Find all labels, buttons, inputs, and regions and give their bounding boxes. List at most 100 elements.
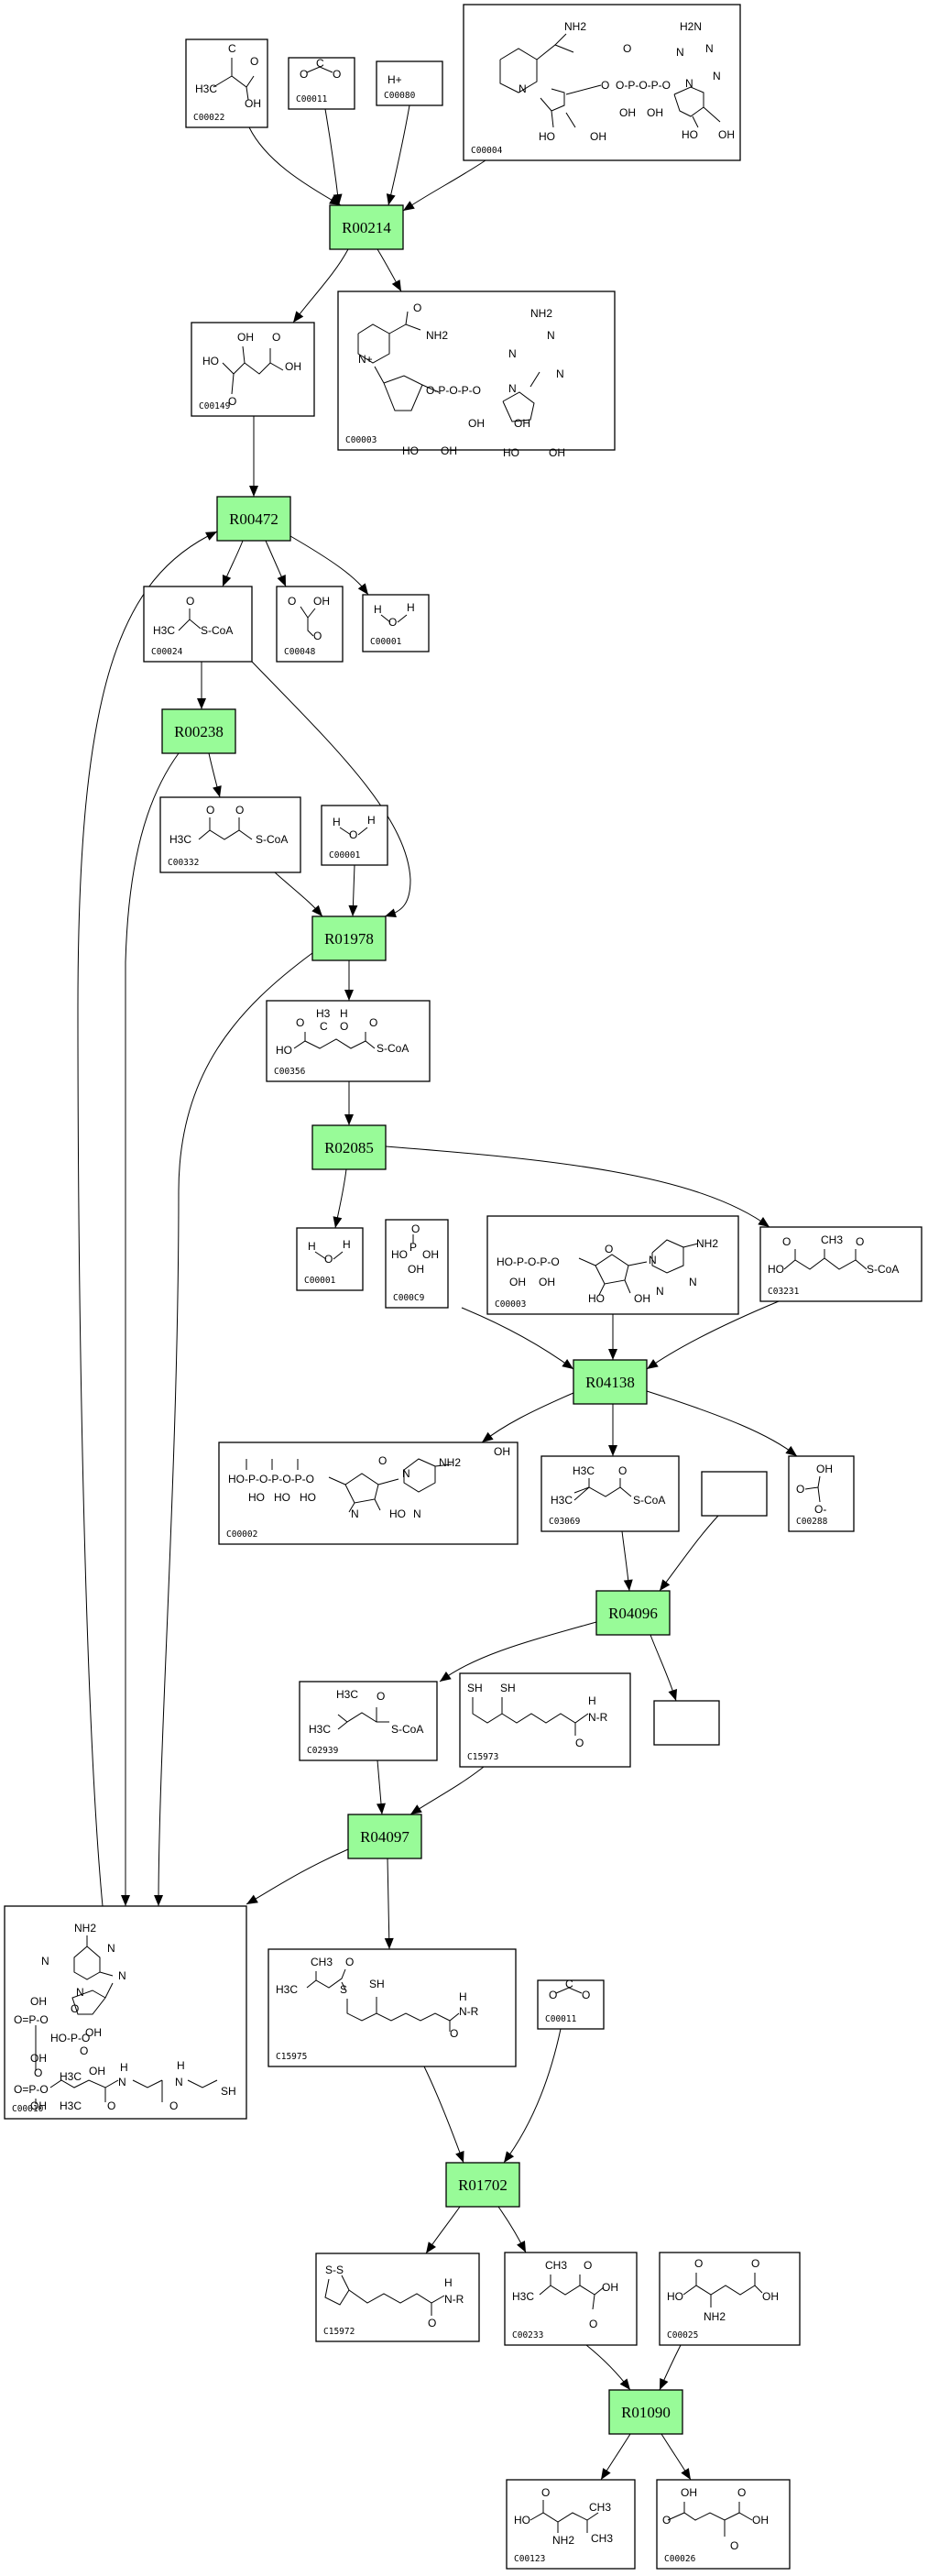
edge-R04097-to-c00010 (246, 1848, 349, 1905)
compound-box[interactable] (486, 1215, 739, 1315)
compound-box[interactable] (288, 57, 355, 110)
compound-box[interactable] (385, 1219, 449, 1309)
edge-arrowhead (249, 486, 258, 497)
reaction-node-r00472[interactable]: R00472 (216, 496, 291, 542)
compound-box[interactable] (321, 805, 388, 866)
compound-box[interactable] (337, 290, 616, 451)
compound-box[interactable] (296, 1227, 364, 1291)
compound-node-empty-empty1[interactable] (701, 1471, 768, 1517)
compound-box[interactable] (299, 1681, 438, 1761)
atom-label: O (378, 1454, 387, 1467)
reaction-node-r04138[interactable]: R04138 (573, 1359, 648, 1405)
atom-label: O (333, 68, 341, 81)
compound-box[interactable] (376, 60, 443, 106)
atom-label: H (459, 1990, 467, 2003)
compound-box[interactable] (788, 1455, 855, 1532)
atom-label: OH (634, 1292, 650, 1305)
reaction-node-r01978[interactable]: R01978 (311, 915, 387, 961)
compound-box[interactable] (653, 1700, 720, 1746)
compound-box[interactable] (459, 1672, 631, 1768)
compound-box[interactable] (159, 796, 301, 873)
reaction-box[interactable] (161, 708, 236, 754)
bond (383, 375, 423, 411)
atom-label: O (34, 2066, 42, 2079)
compound-box[interactable] (463, 4, 741, 161)
compound-box[interactable] (362, 594, 430, 652)
compound-box[interactable] (143, 586, 253, 663)
reaction-box[interactable] (445, 2162, 520, 2208)
reaction-node-r01702[interactable]: R01702 (445, 2162, 520, 2208)
compound-box[interactable] (185, 38, 268, 128)
reaction-node-r02085[interactable]: R02085 (311, 1124, 387, 1170)
edge-line (481, 1392, 574, 1443)
compound-box[interactable] (315, 2253, 480, 2342)
compound-box[interactable] (506, 2479, 636, 2570)
compound-id-label: C00010 (12, 2104, 44, 2114)
compound-node-empty-empty2[interactable] (653, 1700, 720, 1746)
edge-arrowhead (410, 1804, 422, 1814)
atom-label: NH2 (74, 1922, 96, 1935)
atom-label: HO (503, 446, 519, 459)
reaction-box[interactable] (608, 2389, 683, 2435)
reaction-node-r00214[interactable]: R00214 (329, 204, 404, 250)
edge-c00010-to-R00472 (77, 531, 218, 1907)
reaction-node-r04096[interactable]: R04096 (595, 1590, 671, 1636)
reaction-node-r04097[interactable]: R04097 (347, 1814, 422, 1859)
edge-R00238-to-c00010 (121, 752, 180, 1906)
compound-box[interactable] (4, 1905, 247, 2120)
compound-box[interactable] (266, 1000, 431, 1082)
edge-arrowhead (608, 1445, 617, 1456)
reaction-box[interactable] (311, 1124, 387, 1170)
reaction-node-r00238[interactable]: R00238 (161, 708, 236, 754)
edge-arrowhead (455, 2151, 464, 2163)
compound-box[interactable] (759, 1226, 923, 1302)
compound-box[interactable] (504, 2252, 638, 2346)
atom-label: S-CoA (377, 1042, 409, 1055)
atom-label: S (340, 1983, 347, 1996)
compound-box[interactable] (267, 1948, 517, 2067)
compound-node-c00080[interactable]: H+C00080 (376, 60, 443, 106)
reaction-box[interactable] (329, 204, 404, 250)
reaction-box[interactable] (311, 915, 387, 961)
compound-box[interactable] (701, 1471, 768, 1517)
reaction-box[interactable] (347, 1814, 422, 1859)
bond (377, 1478, 399, 1485)
compound-box[interactable] (218, 1441, 519, 1545)
compound-box[interactable] (656, 2479, 791, 2570)
reaction-box[interactable] (216, 496, 291, 542)
compound-box[interactable] (276, 586, 344, 663)
compound-box[interactable] (659, 2252, 801, 2346)
reaction-box[interactable] (595, 1590, 671, 1636)
edge-R00472-to-c00048 (265, 540, 287, 587)
reaction-node-r01090[interactable]: R01090 (608, 2389, 683, 2435)
reaction-box[interactable] (573, 1359, 648, 1405)
